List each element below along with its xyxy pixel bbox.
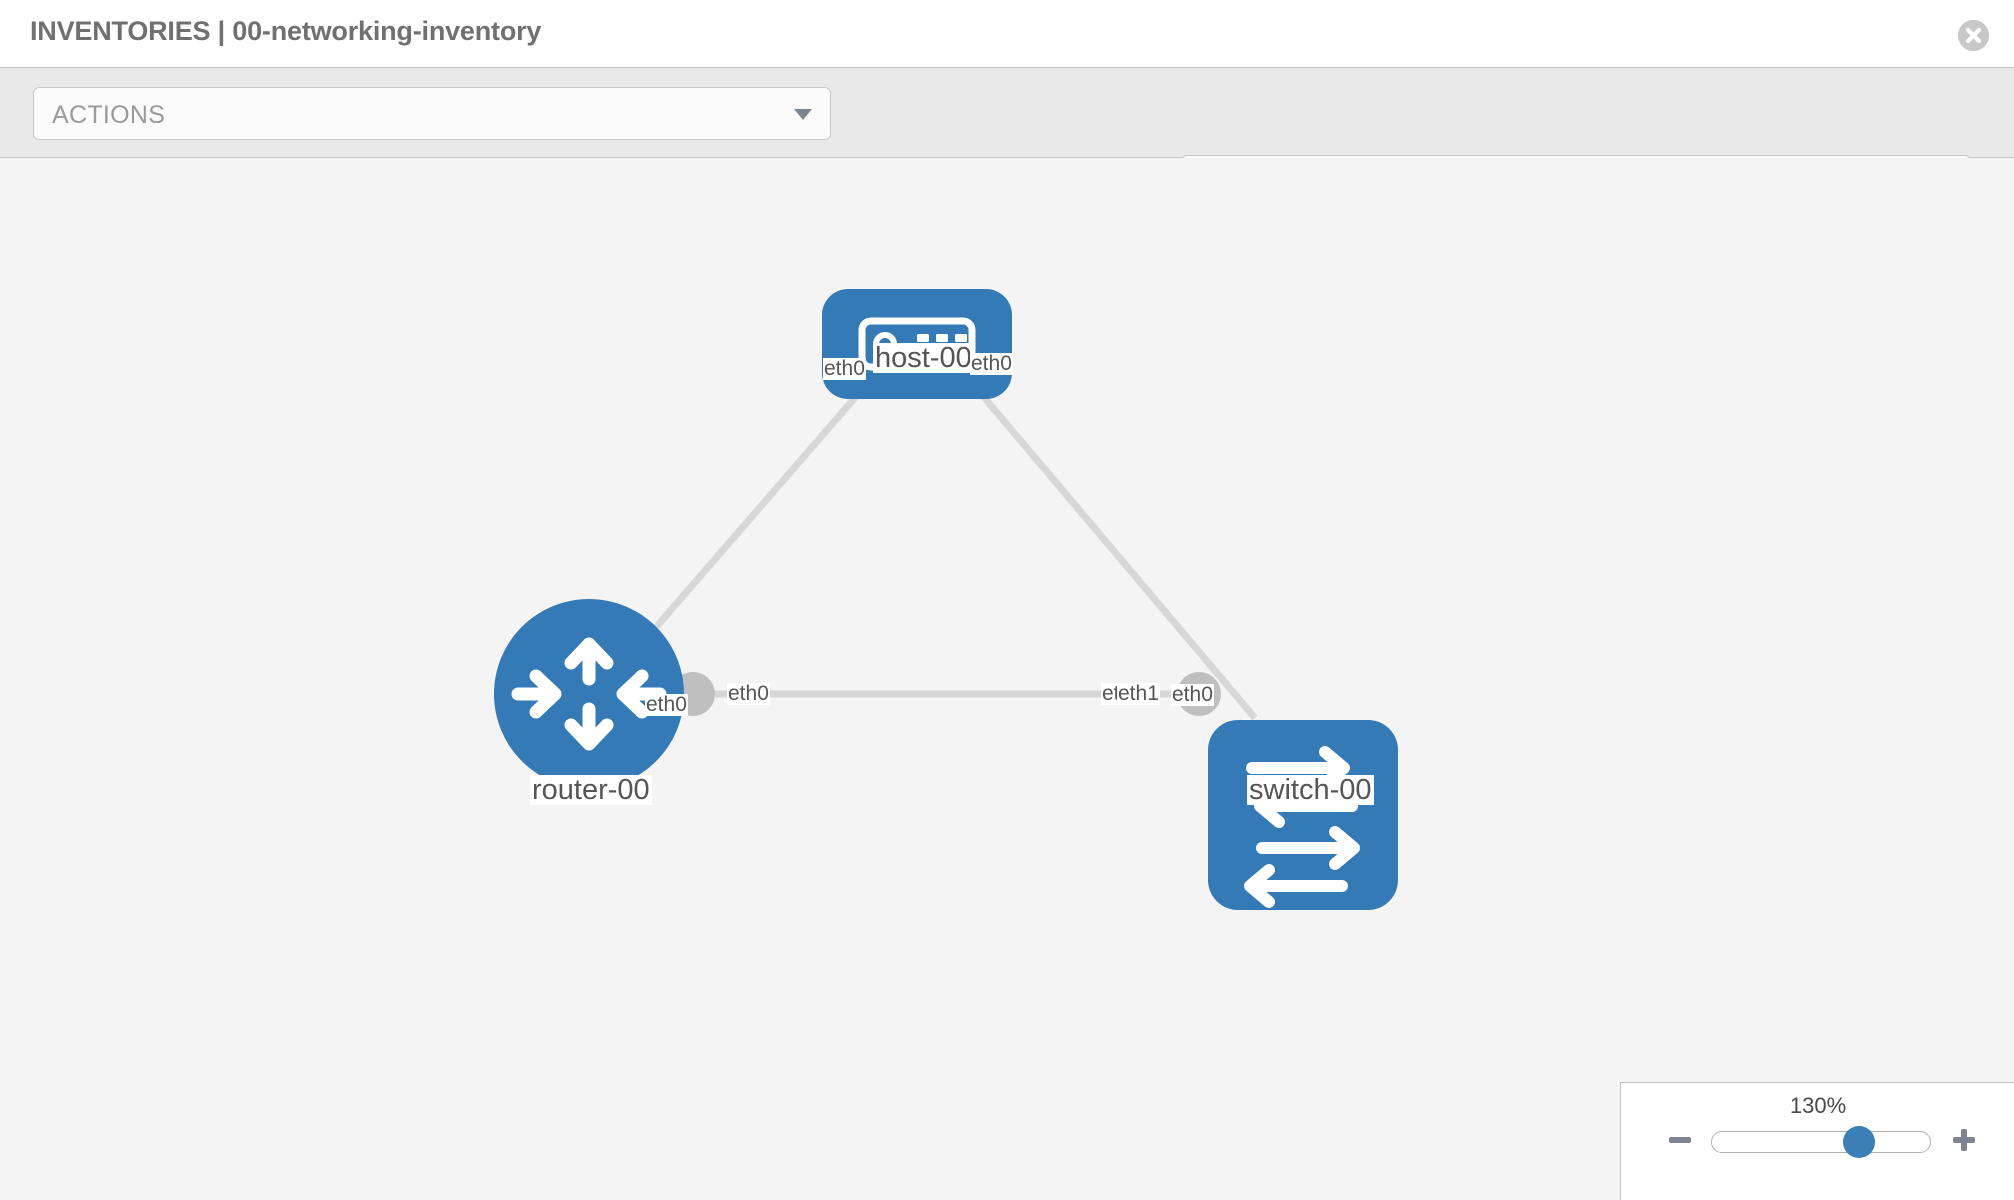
topology-graph [494, 289, 1398, 910]
zoom-level-value: 130% [1789, 1093, 1847, 1118]
zoom-control-panel: 130% [1620, 1082, 2014, 1200]
page-title: INVENTORIES | 00-networking-inventory [30, 16, 542, 46]
topology-links [622, 360, 1258, 721]
iface-label-host-left: eth0 [823, 357, 866, 381]
page-header: INVENTORIES | 00-networking-inventory [0, 0, 2014, 68]
topology-connectors [671, 344, 1257, 810]
iface-label-host-right: eth0 [970, 352, 1013, 376]
node-switch-00 [1208, 720, 1398, 910]
link-host-router [622, 360, 888, 666]
chevron-down-icon [794, 109, 812, 120]
iface-label-switch-left: eth1 [1117, 682, 1160, 706]
iface-label-router-up: eth0 [645, 693, 688, 717]
close-icon[interactable] [1958, 20, 1989, 51]
node-router-00 [494, 599, 684, 789]
toolbar: ACTIONS SEARCH [0, 68, 2014, 208]
zoom-in-button[interactable] [1951, 1127, 1977, 1158]
iface-label-router-right: eth0 [727, 682, 770, 706]
actions-dropdown-label: ACTIONS [52, 101, 166, 129]
zoom-out-button[interactable] [1667, 1127, 1693, 1158]
switch-arrows-icon [1244, 746, 1360, 908]
zoom-slider-track[interactable] [1711, 1131, 1931, 1153]
node-label-host-00: host-00 [873, 342, 974, 374]
actions-dropdown[interactable]: ACTIONS [33, 87, 831, 140]
iface-label-switch-up: eth0 [1171, 683, 1214, 707]
link-host-switch [952, 360, 1258, 721]
node-label-router-00: router-00 [530, 774, 652, 806]
topology-canvas[interactable]: host-00 router-00 switch-00 eth0 eth0 et… [0, 158, 2014, 1200]
node-label-switch-00: switch-00 [1247, 774, 1374, 806]
zoom-slider-thumb[interactable] [1843, 1126, 1875, 1158]
